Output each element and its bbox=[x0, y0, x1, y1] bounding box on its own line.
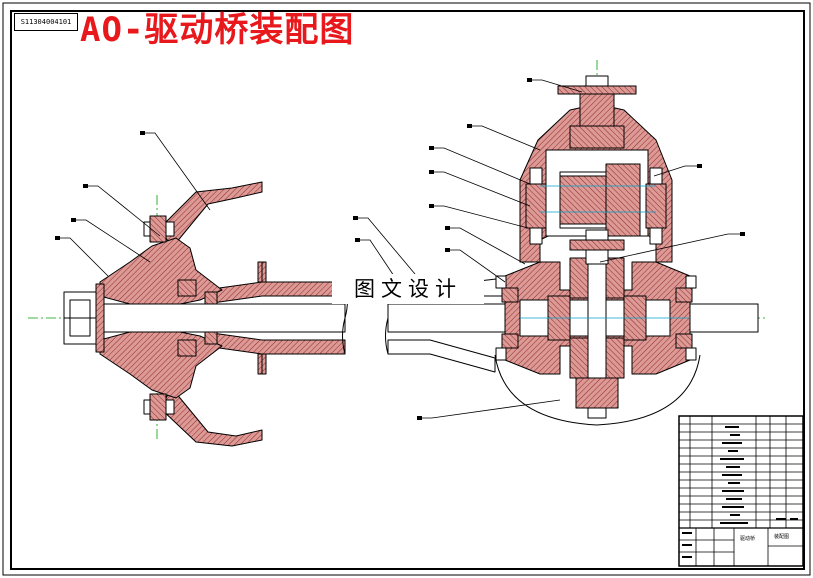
leader-tags bbox=[55, 78, 745, 420]
drawing-title: AO-驱动桥装配图 bbox=[80, 10, 355, 50]
wheel-hub-assembly bbox=[63, 181, 346, 447]
title-block-marks bbox=[682, 426, 798, 558]
title-block-part-name: 驱动桥 bbox=[740, 536, 756, 542]
watermark-label: 图文设计 bbox=[332, 274, 484, 304]
title-block-assembly-name: 装配图 bbox=[774, 534, 790, 540]
drawing-number-box: S11304004101 bbox=[14, 13, 78, 31]
leader-lines bbox=[58, 79, 740, 419]
differential-assembly bbox=[387, 75, 759, 426]
highlight-lines bbox=[520, 185, 690, 319]
